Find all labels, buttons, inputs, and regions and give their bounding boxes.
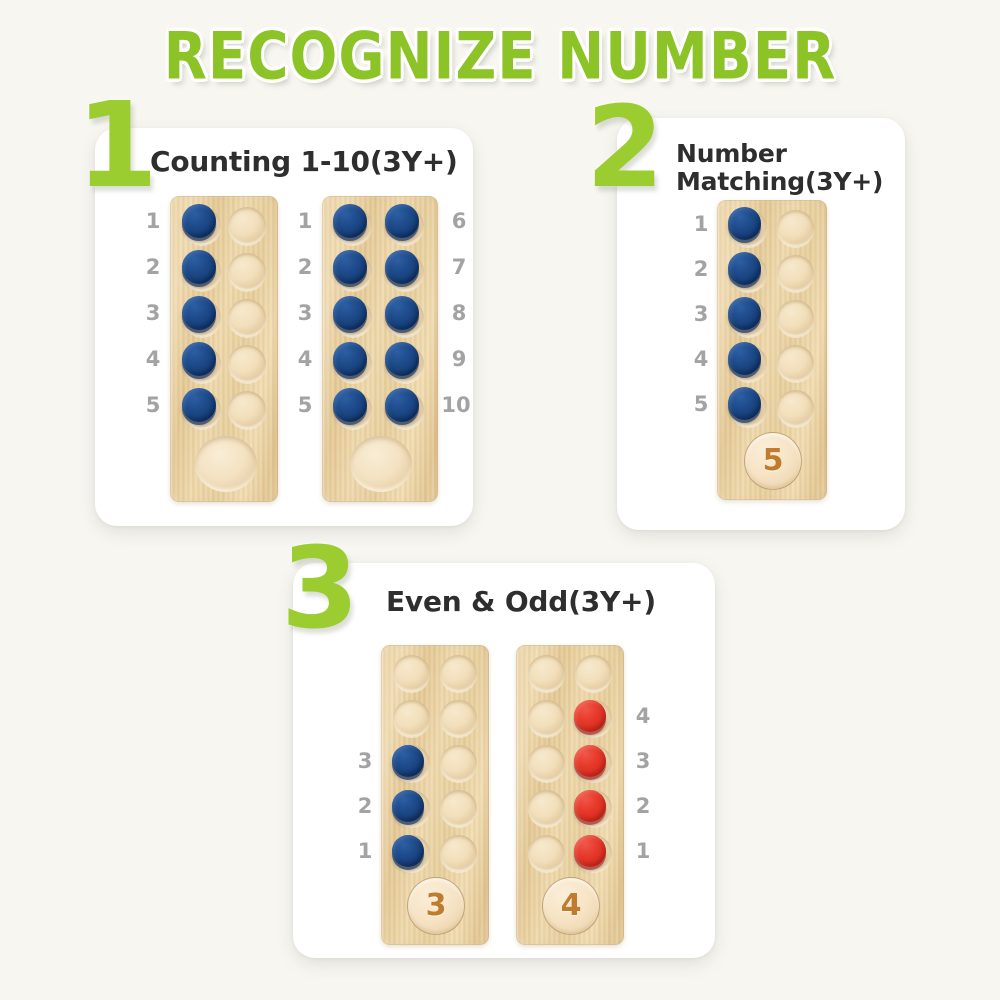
card-even-odd	[293, 563, 715, 958]
peg-blue[interactable]	[333, 296, 367, 330]
row-label: 2	[635, 794, 651, 818]
card-heading-even-odd: Even & Odd(3Y+)	[386, 585, 656, 618]
hole	[528, 790, 565, 827]
hole-large	[195, 436, 257, 492]
row-label: 6	[451, 209, 467, 233]
row-label: 2	[357, 794, 373, 818]
hole-large	[350, 436, 412, 492]
hole	[393, 700, 430, 737]
peg-blue[interactable]	[728, 387, 761, 420]
card-heading-number-matching: Number Matching(3Y+)	[676, 139, 884, 196]
number-disc[interactable]: 5	[744, 432, 802, 490]
row-label: 4	[693, 347, 709, 371]
peg-blue[interactable]	[333, 388, 367, 422]
row-label: 2	[297, 255, 313, 279]
row-label: 3	[357, 749, 373, 773]
hole	[440, 700, 477, 737]
row-label: 3	[297, 301, 313, 325]
hole	[393, 655, 430, 692]
row-label: 9	[451, 347, 467, 371]
hole	[777, 210, 814, 247]
hole	[440, 655, 477, 692]
hole	[228, 299, 266, 337]
row-label: 2	[693, 257, 709, 281]
hole	[528, 655, 565, 692]
peg-blue[interactable]	[392, 790, 424, 822]
hole	[528, 700, 565, 737]
hole	[575, 655, 612, 692]
row-label: 4	[297, 347, 313, 371]
hole	[228, 391, 266, 429]
peg-blue[interactable]	[385, 296, 419, 330]
hole	[440, 790, 477, 827]
hole	[777, 345, 814, 382]
board-even-odd-2: 4	[516, 645, 624, 945]
number-disc[interactable]: 3	[407, 877, 465, 935]
hole	[228, 253, 266, 291]
peg-blue[interactable]	[333, 250, 367, 284]
row-label: 1	[357, 839, 373, 863]
hole	[228, 345, 266, 383]
peg-blue[interactable]	[392, 835, 424, 867]
peg-red[interactable]	[574, 700, 606, 732]
peg-blue[interactable]	[182, 250, 216, 284]
row-label: 7	[451, 255, 467, 279]
peg-blue[interactable]	[182, 296, 216, 330]
peg-blue[interactable]	[182, 388, 216, 422]
board-even-odd-1: 3	[381, 645, 489, 945]
hole	[777, 300, 814, 337]
number-disc-value: 5	[762, 443, 784, 478]
hole	[777, 390, 814, 427]
row-label: 1	[145, 209, 161, 233]
peg-blue[interactable]	[385, 250, 419, 284]
hole	[528, 835, 565, 872]
row-label: 3	[145, 301, 161, 325]
row-label: 5	[145, 393, 161, 417]
row-label: 5	[297, 393, 313, 417]
number-disc-value: 3	[425, 888, 447, 923]
hole	[777, 255, 814, 292]
peg-blue[interactable]	[182, 342, 216, 376]
peg-blue[interactable]	[728, 252, 761, 285]
peg-blue[interactable]	[728, 342, 761, 375]
peg-blue[interactable]	[385, 342, 419, 376]
row-label: 1	[693, 212, 709, 236]
page-title: RECOGNIZE NUMBER	[15, 18, 985, 94]
peg-blue[interactable]	[385, 204, 419, 238]
row-label: 1	[635, 839, 651, 863]
row-label: 1	[297, 209, 313, 233]
row-label: 5	[693, 392, 709, 416]
peg-blue[interactable]	[392, 745, 424, 777]
card-heading-counting: Counting 1-10(3Y+)	[150, 145, 458, 178]
row-label: 10	[441, 393, 471, 417]
peg-blue[interactable]	[333, 342, 367, 376]
hole	[228, 207, 266, 245]
step-number-1: 1	[76, 76, 159, 214]
hole	[440, 745, 477, 782]
number-disc[interactable]: 4	[542, 877, 600, 935]
peg-red[interactable]	[574, 745, 606, 777]
peg-red[interactable]	[574, 835, 606, 867]
row-label: 3	[693, 302, 709, 326]
row-label: 3	[635, 749, 651, 773]
peg-blue[interactable]	[333, 204, 367, 238]
hole	[440, 835, 477, 872]
number-disc-value: 4	[560, 888, 582, 923]
hole	[528, 745, 565, 782]
step-number-3: 3	[281, 524, 359, 654]
peg-blue[interactable]	[728, 297, 761, 330]
row-label: 2	[145, 255, 161, 279]
row-label: 4	[635, 704, 651, 728]
row-label: 4	[145, 347, 161, 371]
peg-blue[interactable]	[385, 388, 419, 422]
step-number-2: 2	[586, 83, 664, 213]
peg-red[interactable]	[574, 790, 606, 822]
row-label: 8	[451, 301, 467, 325]
peg-blue[interactable]	[182, 204, 216, 238]
peg-blue[interactable]	[728, 207, 761, 240]
